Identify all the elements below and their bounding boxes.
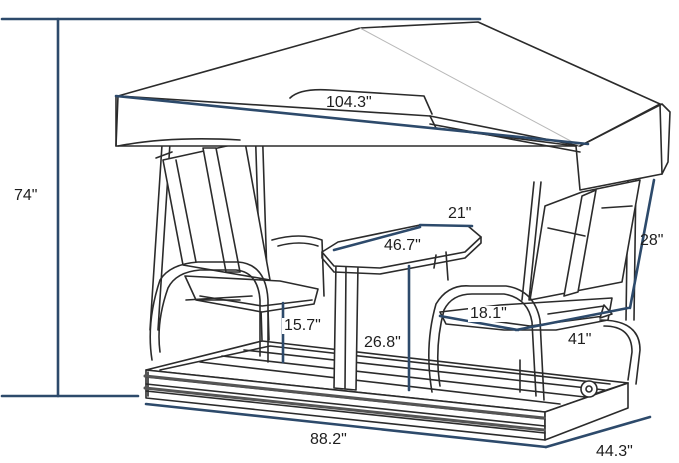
canopy-width-label: 104.3"	[326, 94, 372, 111]
overall-length-label: 88.2"	[310, 431, 347, 448]
dimension-lines	[0, 17, 656, 449]
left-seat	[149, 141, 325, 363]
length-dimension-line	[144, 402, 548, 449]
canopy	[115, 21, 671, 191]
table-width-label: 21"	[448, 205, 472, 222]
table-height-label: 26.8"	[362, 334, 403, 351]
table-width-line	[418, 223, 474, 228]
seat-depth-label: 18.1"	[468, 305, 509, 322]
depth-dimension-line	[544, 415, 652, 449]
seat-depth-line	[438, 314, 520, 332]
seat-width-line	[514, 306, 630, 332]
overall-height-label: 74"	[14, 187, 38, 204]
canopy-width-line	[114, 94, 590, 146]
base-platform	[143, 340, 629, 441]
table-length-label: 46.7"	[384, 237, 421, 254]
right-seat	[428, 179, 641, 401]
center-table	[321, 224, 482, 391]
table-length-line	[332, 225, 422, 252]
seat-height-label: 15.7"	[282, 317, 323, 334]
overall-depth-label: 44.3"	[596, 443, 633, 460]
seat-width-label: 41"	[568, 331, 592, 348]
backrest-height-label: 28"	[640, 232, 664, 249]
backrest-height-line	[628, 178, 656, 310]
